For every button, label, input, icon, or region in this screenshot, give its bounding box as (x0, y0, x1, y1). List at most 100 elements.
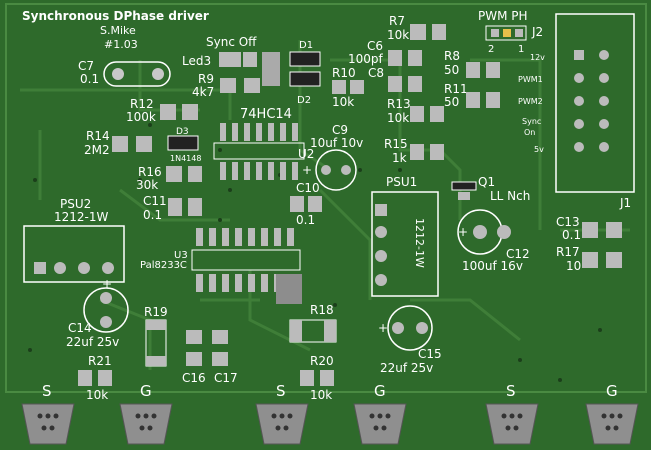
c11-value: 0.1 (143, 208, 162, 222)
q1-label: Q1 (478, 175, 495, 189)
d3-label: D3 (176, 127, 189, 137)
led3-label: Led3 (182, 54, 211, 68)
c6-pad-2 (408, 50, 422, 66)
c10-value: 0.1 (296, 213, 315, 227)
c9-plus: + (302, 163, 312, 177)
r8-pad-2 (486, 62, 500, 78)
c7-pad-1 (112, 68, 124, 80)
terminal-label-1: S (42, 382, 52, 400)
r21-pad-1 (78, 370, 92, 386)
d3-value: 1N4148 (170, 154, 201, 163)
j1-pin-pwm2: PWM2 (518, 97, 543, 106)
r11-value: 50 (444, 95, 459, 109)
c8-label: C8 (368, 66, 384, 80)
r10-label: R10 (332, 66, 356, 80)
terminal-via (501, 413, 507, 419)
j1-pin-5v: 5v (534, 145, 544, 154)
c17-pad-2 (212, 352, 228, 366)
c17-label: C17 (214, 371, 238, 385)
d-block-pads (262, 52, 280, 86)
r11-pad-2 (486, 92, 500, 108)
r18-pad-2 (324, 320, 336, 342)
r8-pad-1 (466, 62, 480, 78)
pwm-ph-label: PWM PH (478, 9, 528, 23)
c6-pad-1 (388, 50, 402, 66)
c12-label: C12 (506, 247, 530, 261)
terminal-via (385, 413, 391, 419)
j1-pins (574, 50, 609, 152)
r20-pad-2 (320, 370, 334, 386)
r13-value: 10k (387, 111, 409, 125)
terminal-lug-6 (585, 403, 639, 445)
board-author: S.Mike (100, 24, 136, 37)
terminal-label-4: G (374, 382, 386, 400)
r19-pad-top (146, 320, 166, 330)
c11-pad-2 (188, 198, 202, 216)
c12-pad-2 (497, 225, 511, 239)
c10-pad-2 (308, 196, 322, 212)
c10-pad-1 (290, 196, 304, 212)
r15-value: 1k (392, 151, 407, 165)
r20-label: R20 (310, 354, 334, 368)
terminal-label-5: S (506, 382, 516, 400)
r9-label: R9 (198, 72, 214, 86)
r15-label: R15 (384, 137, 408, 151)
sync-off-label: Sync Off (206, 35, 257, 49)
terminal-via (147, 425, 153, 431)
r12-label: R12 (130, 97, 154, 111)
c16-pad-2 (186, 352, 202, 366)
psu2-outline (23, 225, 125, 283)
terminal-via (369, 413, 375, 419)
terminal-via (381, 425, 387, 431)
r18-pad-1 (290, 320, 302, 342)
psu2-pin-1 (34, 262, 46, 274)
terminal-via (45, 413, 51, 419)
r17-label: R17 (556, 245, 580, 259)
c15-plus: + (378, 321, 388, 335)
terminal-via (283, 425, 289, 431)
r10-value: 10k (332, 95, 354, 109)
r10-pad-1 (332, 80, 346, 94)
terminal-label-2: G (140, 382, 152, 400)
terminal-lug-2 (119, 403, 173, 445)
c10-label: C10 (296, 181, 320, 195)
terminal-label-3: S (276, 382, 286, 400)
terminal-via (41, 425, 47, 431)
r16-pad-1 (166, 166, 182, 182)
c14-pad-2 (100, 316, 112, 328)
c6-label: C6 (367, 39, 383, 53)
c13-value: 0.1 (562, 228, 581, 242)
terminal-via (143, 413, 149, 419)
j2-pin-3 (515, 29, 523, 37)
psu2-pin-4 (102, 262, 114, 274)
c9-label: C9 (332, 123, 348, 137)
c14-value: 22uf 25v (66, 335, 119, 349)
r7-pad-2 (432, 24, 446, 40)
r16-value: 30k (136, 178, 158, 192)
c12-pad-1 (473, 225, 487, 239)
r15-pad-1 (410, 144, 424, 160)
c15-pad-1 (392, 322, 404, 334)
c9-pad-2 (341, 165, 351, 175)
terminal-via (513, 425, 519, 431)
j2-pin2-label: 2 (488, 44, 494, 55)
c15-pad-2 (416, 322, 428, 334)
board-title: Synchronous DPhase driver (22, 9, 209, 23)
r9-pad-1 (220, 78, 236, 93)
j1-pin-12v: 12v (530, 53, 545, 62)
terminal-lug-4 (353, 403, 407, 445)
r8-value: 50 (444, 63, 459, 77)
psu2-label: PSU2 (60, 197, 91, 211)
r21-pad-2 (98, 370, 112, 386)
j2-label: J2 (531, 25, 543, 39)
c15-value: 22uf 25v (380, 361, 433, 375)
terminal-via (135, 413, 141, 419)
r21-label: R21 (88, 354, 112, 368)
c9-pad-1 (321, 165, 331, 175)
r16-label: R16 (138, 165, 162, 179)
c6-value: 100pf (348, 52, 384, 66)
r21-value: 10k (86, 388, 108, 402)
c7-pad-2 (152, 68, 164, 80)
c13-label: C13 (556, 215, 580, 229)
c9-value: 10uf 10v (310, 136, 363, 150)
